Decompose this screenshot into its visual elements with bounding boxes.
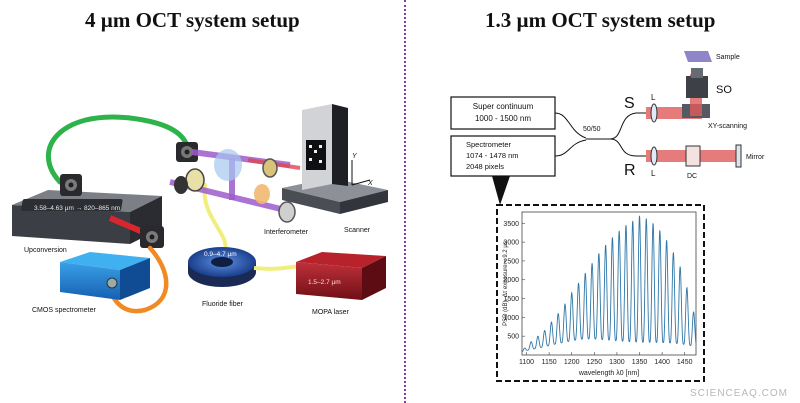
fiber-reference-arm — [609, 138, 646, 157]
sample-arm-label: S — [624, 95, 635, 112]
x-tick-label: 1150 — [542, 359, 557, 366]
y-tick-label: 3500 — [503, 221, 519, 228]
y-tick-label: 2000 — [503, 277, 519, 284]
y-tick-label: 2500 — [503, 258, 519, 265]
spectrometer-label-line2: 1074 - 1478 nm — [466, 151, 519, 160]
y-tick-label: 1500 — [503, 296, 519, 303]
scanner-label: Scanner — [344, 227, 371, 234]
interferometer-label: Interferometer — [264, 229, 309, 236]
x-tick-label: 1450 — [677, 359, 693, 366]
upconversion-range-label: 3.58–4.63 µm → 820–865 nm — [34, 205, 120, 212]
lens-1 — [185, 168, 205, 192]
xy-label: XY-scanning — [708, 123, 747, 130]
source-label-line1: Super continuum — [473, 102, 534, 111]
laser-fiber — [253, 264, 301, 271]
fiber-source — [554, 112, 587, 139]
laser-range-label: 1.5–2.7 µm — [308, 279, 341, 286]
upconversion-mount-left — [60, 174, 82, 196]
cmos-label: CMOS spectrometer — [32, 307, 96, 314]
x-tick-label: 1400 — [654, 359, 670, 366]
x-tick-label: 1300 — [609, 359, 625, 366]
left-title: 4 µm OCT system setup — [85, 8, 300, 32]
lens-sample-label: L — [651, 93, 656, 102]
lens-3 — [262, 158, 278, 178]
x-tick-label: 1200 — [564, 359, 580, 366]
lens-sample — [650, 103, 658, 123]
green-fiber — [46, 114, 191, 185]
watermark: SCIENCEAQ.COM — [689, 388, 788, 399]
mopa-label: MOPA laser — [312, 309, 349, 316]
scanner-stage — [282, 104, 388, 214]
x-tick-label: 1350 — [632, 359, 648, 366]
axis-y-label: Y — [352, 153, 358, 160]
interferometer-mirror — [278, 201, 296, 223]
x-tick-label: 1100 — [519, 359, 534, 366]
coupler-label: 50/50 — [583, 126, 601, 133]
fiber-sample-arm — [609, 112, 646, 140]
fluoride-fiber-spool — [188, 247, 256, 287]
sample-label: Sample — [716, 54, 740, 61]
dc-label: DC — [687, 173, 697, 180]
spectrometer-label-line1: Spectrometer — [466, 140, 512, 149]
lens-4 — [254, 184, 270, 204]
upconversion-box — [12, 190, 162, 244]
left-setup-illustration: 3.58–4.63 µm → 820–865 nm Upconversion C… — [12, 104, 388, 316]
y-axis-label: PSD (dB), Δτ exposure = 9.2 µs — [503, 241, 509, 326]
axis-x-line — [351, 179, 371, 186]
reference-mirror — [735, 144, 742, 168]
mirror-label: Mirror — [746, 154, 765, 161]
x-tick-label: 1250 — [587, 359, 603, 366]
axis-x-label: X — [367, 180, 373, 187]
right-setup-schematic: Super continuum 1000 - 1500 nm Spectrome… — [450, 51, 765, 382]
source-box — [450, 96, 556, 130]
cmos-spectrometer-box — [60, 252, 150, 300]
y-tick-label: 3000 — [503, 240, 519, 247]
panel-divider — [404, 0, 406, 403]
lens-reference-label: L — [651, 169, 656, 178]
spectrometer-label-line3: 2048 pixels — [466, 162, 504, 171]
spectrometer-box — [450, 135, 556, 177]
objective-body — [686, 76, 708, 98]
lens-2 — [174, 176, 188, 194]
upper-mount — [176, 142, 198, 162]
dispersion-compensator — [685, 145, 701, 167]
fiber-range-label: 0.9–4.7 µm — [204, 251, 237, 258]
fluoride-label: Fluoride fiber — [202, 301, 244, 308]
blue-beamsplitter — [214, 149, 242, 181]
spectrum-chart: 1100 1150 1200 1250 1300 1350 1400 1450 500 1000 1… — [503, 211, 697, 377]
source-label-line2: 1000 - 1500 nm — [475, 114, 531, 123]
sample-holder — [684, 51, 712, 62]
objective-label: SO — [716, 84, 732, 96]
right-title: 1.3 µm OCT system setup — [485, 8, 716, 32]
upconversion-mount-right — [140, 226, 164, 248]
lens-reference — [650, 146, 658, 166]
spectrum-line — [521, 215, 697, 353]
yellow-fiber — [202, 183, 228, 252]
objective-top — [691, 68, 703, 78]
plot-area — [521, 211, 697, 356]
callout-pointer — [492, 176, 510, 205]
x-axis-label: wavelength λ0 [nm] — [578, 370, 639, 377]
y-tick-label: 500 — [507, 334, 519, 341]
y-tick-label: 1000 — [503, 315, 519, 322]
reference-arm-label: R — [624, 162, 636, 179]
upconversion-label: Upconversion — [24, 247, 67, 254]
fiber-spectrometer — [554, 139, 587, 157]
mopa-laser-box — [296, 252, 386, 300]
